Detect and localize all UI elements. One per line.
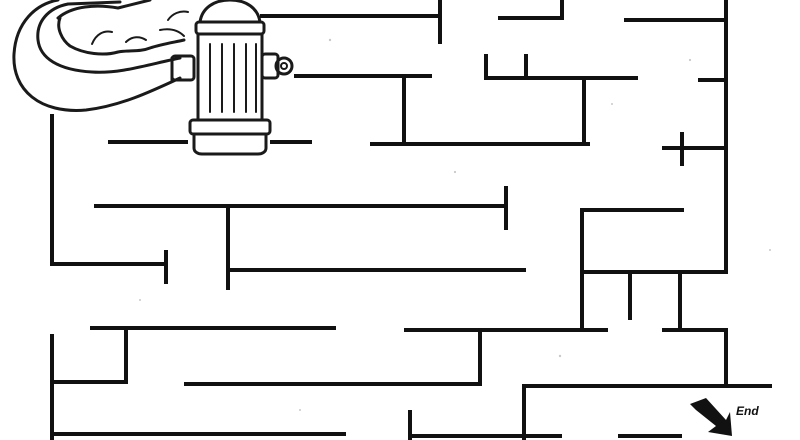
end-label: End xyxy=(736,404,759,418)
maze-walls xyxy=(50,0,772,440)
fire-hydrant-icon xyxy=(188,0,294,156)
arrow-down-right-icon xyxy=(690,398,732,436)
fire-hose-icon xyxy=(12,0,196,112)
paper-texture xyxy=(139,38,771,411)
dog-icon xyxy=(56,0,189,56)
